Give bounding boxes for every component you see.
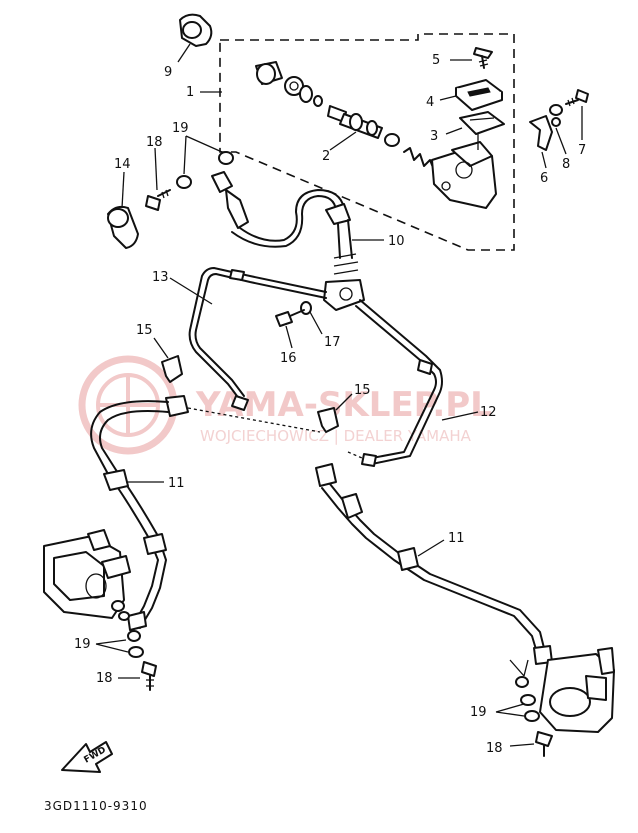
- leader-6: [541, 151, 547, 169]
- callout-labels: 9 1 2 3 4 5 6 7 8 10 11 11 12 13 14 15 1…: [74, 53, 586, 756]
- forward-arrow-icon: FWD: [61, 741, 113, 773]
- part-11-brake-hose-left: [90, 395, 189, 631]
- part-15-clip-left: [161, 355, 183, 383]
- part-8-washer: [549, 104, 563, 127]
- master-cylinder-body: [431, 126, 497, 209]
- part-19-washers-left: [127, 630, 144, 658]
- part-3-diaphragm: [459, 111, 505, 135]
- leader-9: [177, 43, 191, 63]
- callout-16: 16: [280, 351, 297, 366]
- leader-15-right: [335, 393, 353, 411]
- piston-kit: [255, 61, 400, 147]
- callout-11-right: 11: [448, 531, 465, 546]
- leader-19-right-top: [509, 659, 529, 677]
- part-16-bolt: [275, 309, 305, 327]
- part-9-boot: [179, 13, 213, 47]
- callout-15-right: 15: [354, 383, 371, 398]
- callout-4: 4: [426, 95, 434, 110]
- brake-hose-joint: [323, 279, 365, 311]
- leader-16: [285, 325, 293, 349]
- leader-8: [555, 127, 567, 155]
- leader-19-top: [183, 135, 223, 175]
- leader-3: [445, 127, 463, 135]
- leader-15-left: [153, 337, 169, 359]
- callout-8: 8: [562, 157, 570, 172]
- part-4-reservoir-cap: [455, 79, 503, 111]
- leader-2: [329, 131, 357, 151]
- spring: [403, 147, 435, 171]
- callout-19-right: 19: [470, 705, 487, 720]
- watermark-subtitle: WOJCIECHOWICZ | DEALER YAMAHA: [200, 427, 472, 445]
- leader-12: [441, 411, 479, 421]
- callout-14: 14: [114, 157, 131, 172]
- part-5-screw: [473, 47, 493, 69]
- part-18-bolt-right: [535, 731, 553, 757]
- leader-17: [309, 311, 323, 335]
- part-10-brake-hose: [211, 171, 359, 275]
- leader-19-left: [95, 639, 129, 653]
- part-11-brake-hose-right: [315, 463, 553, 665]
- part-17-washer: [300, 301, 312, 315]
- leader-13: [169, 277, 213, 305]
- callout-3: 3: [430, 129, 438, 144]
- callout-19-top: 19: [172, 121, 189, 136]
- master-cylinder-assembly-outline: [219, 33, 515, 251]
- callout-11-left: 11: [168, 476, 185, 491]
- callout-7: 7: [578, 143, 586, 158]
- callout-19-left: 19: [74, 637, 91, 652]
- callout-12: 12: [480, 405, 497, 420]
- part-18-bolt-top: [145, 189, 171, 211]
- callout-18-top: 18: [146, 135, 163, 150]
- leader-19-right: [495, 703, 525, 717]
- leader-4: [439, 95, 457, 101]
- callout-5: 5: [432, 53, 440, 68]
- watermark-logo: [78, 355, 178, 455]
- guide-line: [187, 407, 363, 459]
- callout-1: 1: [186, 85, 194, 100]
- part-6-bracket: [529, 115, 553, 151]
- callout-6: 6: [540, 171, 548, 186]
- part-19-washers-right: [524, 710, 540, 722]
- caliper-left: [43, 529, 131, 621]
- leader-18-right: [509, 743, 535, 747]
- caliper-right: [515, 647, 615, 733]
- part-7-bolt: [565, 89, 589, 107]
- part-19-washers-top: [176, 151, 234, 189]
- callout-17: 17: [324, 335, 341, 350]
- callout-15-left: 15: [136, 323, 153, 338]
- part-18-bolt-left: [141, 661, 157, 691]
- part-15-clip-right: [317, 407, 339, 433]
- leader-14: [121, 171, 125, 209]
- callout-2: 2: [322, 149, 330, 164]
- diagram-code: 3GD1110-9310: [44, 799, 148, 813]
- leader-11-right: [417, 539, 445, 557]
- callout-10: 10: [388, 234, 405, 249]
- callout-18-left: 18: [96, 671, 113, 686]
- callout-18-right: 18: [486, 741, 503, 756]
- callout-13: 13: [152, 270, 169, 285]
- callout-9: 9: [164, 65, 172, 80]
- part-12-brake-pipe: [355, 299, 443, 467]
- part-14-boot: [107, 205, 139, 249]
- part-13-brake-pipe: [188, 267, 327, 411]
- leader-18-top: [154, 147, 158, 191]
